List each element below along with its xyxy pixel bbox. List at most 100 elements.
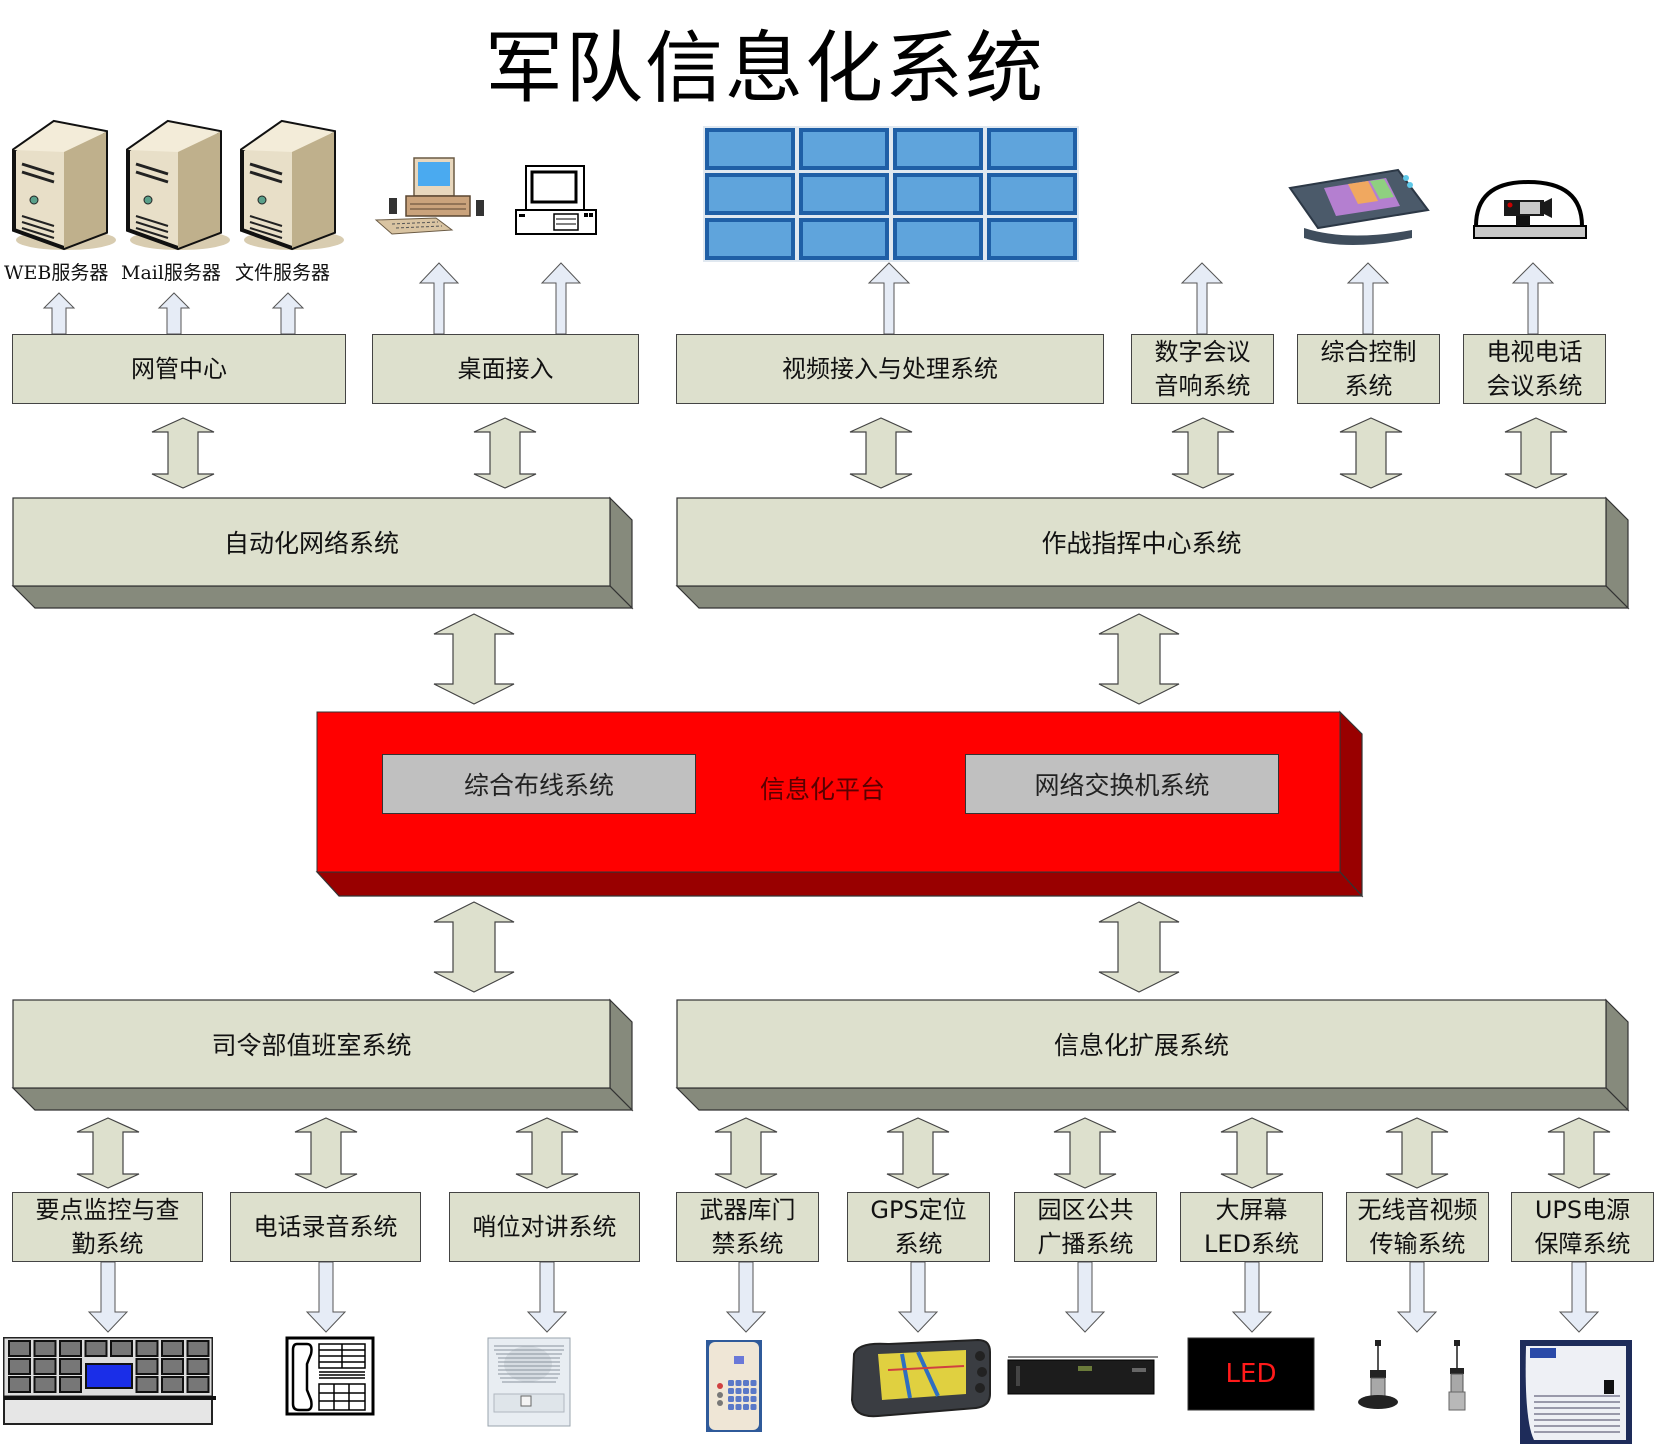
slab-automation <box>11 496 634 610</box>
video-wall-screen-face <box>803 177 885 211</box>
box-label: 桌面接入 <box>457 355 554 383</box>
console-monitor <box>59 1376 82 1393</box>
gps-navigator-icon <box>850 1338 991 1418</box>
slab-command <box>675 496 1630 610</box>
video-wall-screen-face <box>991 222 1073 256</box>
keypad-key <box>750 1396 757 1402</box>
server-icon <box>126 119 230 251</box>
video-wall-screen-face <box>803 222 885 256</box>
slab-duty-room-label[interactable]: 司令部值班室系统 <box>211 1031 412 1060</box>
box-armory-access[interactable]: 武器库门禁系统 <box>676 1192 819 1262</box>
keypad-key <box>728 1396 734 1402</box>
keypad-key <box>743 1404 749 1410</box>
video-wall-cells <box>705 128 1077 260</box>
intercom-speaker-icon <box>487 1337 571 1427</box>
console-monitor <box>110 1340 133 1357</box>
box-label-line: LED系统 <box>1203 1230 1299 1258</box>
diagram-title: 军队信息化系统 <box>484 24 1045 114</box>
box-conference-audio[interactable]: 数字会议音响系统 <box>1131 334 1274 404</box>
keypad-key <box>728 1404 734 1410</box>
box-label-line: 系统 <box>1344 372 1393 400</box>
down-arrow <box>1558 1261 1600 1333</box>
up-arrow <box>1511 262 1555 335</box>
box-patrol-monitoring[interactable]: 要点监控与查勤系统 <box>12 1192 203 1262</box>
box-label-line: 电视电话 <box>1486 338 1583 366</box>
box-ups-power[interactable]: UPS电源保障系统 <box>1511 1192 1654 1262</box>
box-wireless-av[interactable]: 无线音视频传输系统 <box>1346 1192 1489 1262</box>
video-wall-screen-face <box>991 177 1073 211</box>
box-broadcast[interactable]: 园区公共广播系统 <box>1014 1192 1157 1262</box>
console-monitor <box>33 1376 57 1393</box>
double-arrows-top <box>151 417 1568 489</box>
double-arrows-platform-top <box>433 613 1180 705</box>
server-label-web: WEB服务器 <box>4 262 109 284</box>
console-monitor <box>135 1376 159 1393</box>
double-arrows-bottom <box>76 1117 1611 1189</box>
console-monitor <box>161 1340 184 1357</box>
box-led-screen[interactable]: 大屏幕 LED系统 <box>1180 1192 1323 1262</box>
box-label-line: 数字会议 <box>1154 338 1251 366</box>
slab-command-label[interactable]: 作战指挥中心系统 <box>1041 529 1242 558</box>
box-network-switch[interactable]: 网络交换机系统 <box>965 754 1279 814</box>
console-monitor <box>161 1358 184 1375</box>
console-monitor <box>135 1340 159 1357</box>
slab-extension-label[interactable]: 信息化扩展系统 <box>1053 1031 1229 1060</box>
console-monitor <box>33 1358 57 1375</box>
box-label-line: 要点监控与查 <box>35 1196 180 1224</box>
box-label-line: 系统 <box>894 1230 943 1258</box>
video-wall-screen-face <box>897 177 979 211</box>
up-arrow <box>271 292 305 335</box>
box-phone-recording[interactable]: 电话录音系统 <box>230 1192 421 1262</box>
console-monitor <box>8 1340 31 1357</box>
console-monitor <box>84 1340 108 1357</box>
video-wall-screen-face <box>897 132 979 166</box>
platform-label: 信息化平台 <box>760 775 886 804</box>
slab-duty-room <box>11 998 634 1112</box>
box-integrated-control[interactable]: 综合控制系统 <box>1297 334 1440 404</box>
up-arrow <box>42 292 76 335</box>
console-monitor <box>161 1376 184 1393</box>
server-label-mail: Mail服务器 <box>121 262 221 284</box>
box-network-management[interactable]: 网管中心 <box>12 334 346 404</box>
down-arrow <box>526 1261 568 1333</box>
keypad-key <box>750 1388 757 1394</box>
keypad-key <box>728 1380 734 1386</box>
keypad-key <box>743 1388 749 1394</box>
console-monitor <box>59 1340 82 1357</box>
keypad-key <box>743 1380 749 1386</box>
box-label-line: GPS定位 <box>870 1196 967 1224</box>
led-screen-text: LED <box>1225 1359 1277 1389</box>
slab-automation-label[interactable]: 自动化网络系统 <box>223 529 399 558</box>
server-icon <box>240 119 344 251</box>
terminal-pc-icon <box>515 165 597 235</box>
box-structured-cabling[interactable]: 综合布线系统 <box>382 754 696 814</box>
console-monitor <box>8 1358 31 1375</box>
desktop-pc-icon <box>374 157 484 235</box>
video-wall-screen-face <box>991 132 1073 166</box>
video-wall-screen-face <box>709 177 791 211</box>
up-arrow <box>540 262 582 335</box>
console-monitor <box>8 1376 31 1393</box>
box-desktop-access[interactable]: 桌面接入 <box>372 334 639 404</box>
box-label: 视频接入与处理系统 <box>782 355 998 383</box>
keypad-key <box>735 1380 742 1386</box>
box-label-line: 武器库门 <box>699 1196 796 1224</box>
box-tv-conference[interactable]: 电视电话会议系统 <box>1463 334 1606 404</box>
up-arrow <box>157 292 191 335</box>
touch-panel-icon <box>1288 168 1430 245</box>
box-sentry-intercom[interactable]: 哨位对讲系统 <box>449 1192 640 1262</box>
box-video-processing[interactable]: 视频接入与处理系统 <box>676 334 1104 404</box>
video-wall-screen-face <box>803 132 885 166</box>
antenna-icon <box>1358 1340 1466 1411</box>
box-label-line: 哨位对讲系统 <box>472 1213 617 1241</box>
console-monitor <box>59 1358 82 1375</box>
down-arrows <box>87 1261 1600 1333</box>
box-gps[interactable]: GPS定位系统 <box>847 1192 990 1262</box>
amplifier-rack-icon <box>1007 1356 1158 1395</box>
up-arrow <box>1346 262 1390 335</box>
up-arrow <box>867 262 911 335</box>
video-wall-screen-face <box>709 222 791 256</box>
box-label-line: 大屏幕 <box>1215 1196 1288 1224</box>
box-label-line: UPS电源 <box>1534 1196 1631 1224</box>
